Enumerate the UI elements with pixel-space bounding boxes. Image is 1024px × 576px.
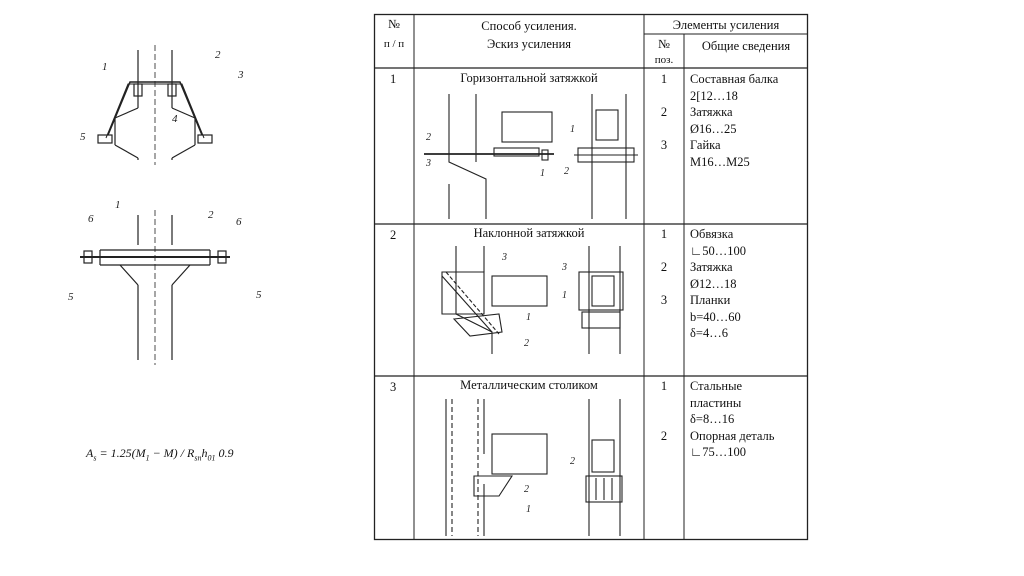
row-1-info-line-3: Затяжка bbox=[690, 105, 733, 119]
sketch-2 bbox=[441, 246, 624, 354]
sketch3-label-2b: 2 bbox=[570, 456, 575, 467]
row-1-info-line-1: Составная балка bbox=[690, 72, 779, 86]
sketch1-label-1a: 1 bbox=[540, 168, 545, 179]
left-bottom-label-5b: 5 bbox=[256, 289, 262, 301]
sketch1-label-2b: 2 bbox=[564, 166, 569, 177]
row-1-number: 1 bbox=[390, 72, 397, 86]
row-2-info-line-3: Затяжка bbox=[690, 260, 733, 274]
row-1-pos-1: 1 bbox=[660, 72, 668, 86]
row-3-pos-1: 1 bbox=[660, 379, 668, 393]
formula-h-sub: 01 bbox=[207, 453, 216, 463]
row-2-info-line-5: Планки bbox=[690, 293, 731, 307]
header-info: Общие сведения bbox=[701, 39, 791, 53]
row-1-info-line-4: Ø16…25 bbox=[690, 121, 737, 136]
row-2-pos-1: 1 bbox=[660, 227, 668, 241]
row-3-title: Металлическим столиком bbox=[460, 378, 598, 392]
row-3-info-line-3: δ=8…16 bbox=[690, 412, 735, 426]
sketch-3 bbox=[445, 399, 623, 536]
left-top-label-1: 1 bbox=[102, 61, 108, 73]
row-2-info-line-2: ∟50…100 bbox=[690, 243, 746, 258]
sketch-1 bbox=[424, 94, 638, 219]
formula: As = 1.25(M1 − M) / Rsnh01 0.9 bbox=[86, 446, 233, 462]
header-pos-top: № bbox=[658, 37, 670, 51]
header-method-bottom: Эскиз усиления bbox=[486, 37, 572, 51]
row-3-pos-2: 2 bbox=[660, 429, 668, 443]
row-3-info: Стальные пластины δ=8…16 Опорная деталь … bbox=[690, 378, 806, 461]
sketch2-label-1b: 1 bbox=[562, 290, 567, 301]
sketch2-label-3a: 3 bbox=[501, 252, 507, 263]
reinforcement-table: 2 3 1 1 2 3 3 1 1 2 bbox=[373, 13, 809, 541]
sketch2-label-3b: 3 bbox=[561, 262, 567, 273]
row-2-number: 2 bbox=[390, 228, 397, 242]
sketch1-label-1b: 1 bbox=[570, 124, 575, 135]
sketch3-label-1: 1 bbox=[526, 504, 531, 515]
left-bottom-label-6a: 6 bbox=[88, 213, 94, 225]
formula-part1: = 1.25(M bbox=[96, 446, 146, 460]
header-pos-bottom: поз. bbox=[654, 54, 674, 66]
sketch3-label-2a: 2 bbox=[524, 484, 529, 495]
sketch2-label-2: 2 bbox=[524, 338, 529, 349]
left-bottom-label-6b: 6 bbox=[236, 216, 242, 228]
row-2-info-line-6: b=40…60 bbox=[690, 309, 741, 324]
row-2-info-line-4: Ø12…18 bbox=[690, 276, 737, 291]
sketch1-label-3: 3 bbox=[425, 158, 431, 169]
table-grid: 2 3 1 1 2 3 3 1 1 2 bbox=[373, 13, 809, 541]
row-1-title: Горизонтальной затяжкой bbox=[460, 71, 598, 85]
row-1-info-line-5: Гайка bbox=[690, 138, 721, 152]
formula-lhs: A bbox=[86, 446, 94, 460]
left-drawing-svg: 1 2 3 4 5 6 1 2 6 5 5 bbox=[68, 45, 262, 365]
formula-lhs-sub: s bbox=[93, 453, 97, 463]
row-2-info: Обвязка ∟50…100 Затяжка Ø12…18 Планки b=… bbox=[690, 226, 806, 342]
left-bottom-label-5a: 5 bbox=[68, 291, 74, 303]
formula-tail: 0.9 bbox=[218, 446, 234, 460]
sketch1-label-2a: 2 bbox=[426, 132, 431, 143]
row-2-title: Наклонной затяжкой bbox=[473, 226, 585, 240]
row-2-info-line-7: δ=4…6 bbox=[690, 326, 728, 340]
row-2-info-line-1: Обвязка bbox=[690, 227, 734, 241]
left-top-label-5: 5 bbox=[80, 131, 86, 143]
row-2-pos-3: 3 bbox=[660, 293, 668, 307]
formula-r-sub: sn bbox=[194, 453, 202, 463]
row-3-info-line-5: ∟75…100 bbox=[690, 445, 746, 459]
row-3-info-line-4: Опорная деталь bbox=[690, 428, 775, 443]
formula-m1-sub: 1 bbox=[145, 453, 150, 463]
header-num-bottom: п / п bbox=[383, 38, 405, 50]
left-top-label-2: 2 bbox=[215, 49, 221, 61]
formula-part2: − M) / R bbox=[149, 446, 195, 460]
row-2-pos-2: 2 bbox=[660, 260, 668, 274]
row-3-info-line-2: пластины bbox=[690, 395, 742, 410]
header-method-top: Способ усиления. bbox=[481, 19, 577, 33]
sketch2-label-1a: 1 bbox=[526, 312, 531, 323]
row-1-info-line-6: М16…М25 bbox=[690, 154, 750, 169]
header-num-top: № bbox=[388, 17, 400, 31]
header-elements: Элементы усиления bbox=[672, 18, 780, 32]
formula-h: h bbox=[201, 446, 208, 460]
row-3-info-line-1: Стальные bbox=[690, 379, 743, 393]
left-top-label-4: 4 bbox=[172, 113, 178, 125]
left-top-label-3: 3 bbox=[237, 69, 244, 81]
row-1-info: Составная балка 2[12…18 Затяжка Ø16…25 Г… bbox=[690, 71, 806, 170]
left-bottom-label-2: 2 bbox=[208, 209, 214, 221]
row-1-pos-3: 3 bbox=[660, 138, 668, 152]
left-reinforcement-drawings: 1 2 3 4 5 6 1 2 6 5 5 bbox=[60, 40, 340, 370]
row-1-pos-2: 2 bbox=[660, 105, 668, 119]
left-bottom-label-1: 1 bbox=[115, 199, 121, 211]
row-3-number: 3 bbox=[390, 380, 397, 394]
row-1-info-line-2: 2[12…18 bbox=[690, 88, 738, 103]
